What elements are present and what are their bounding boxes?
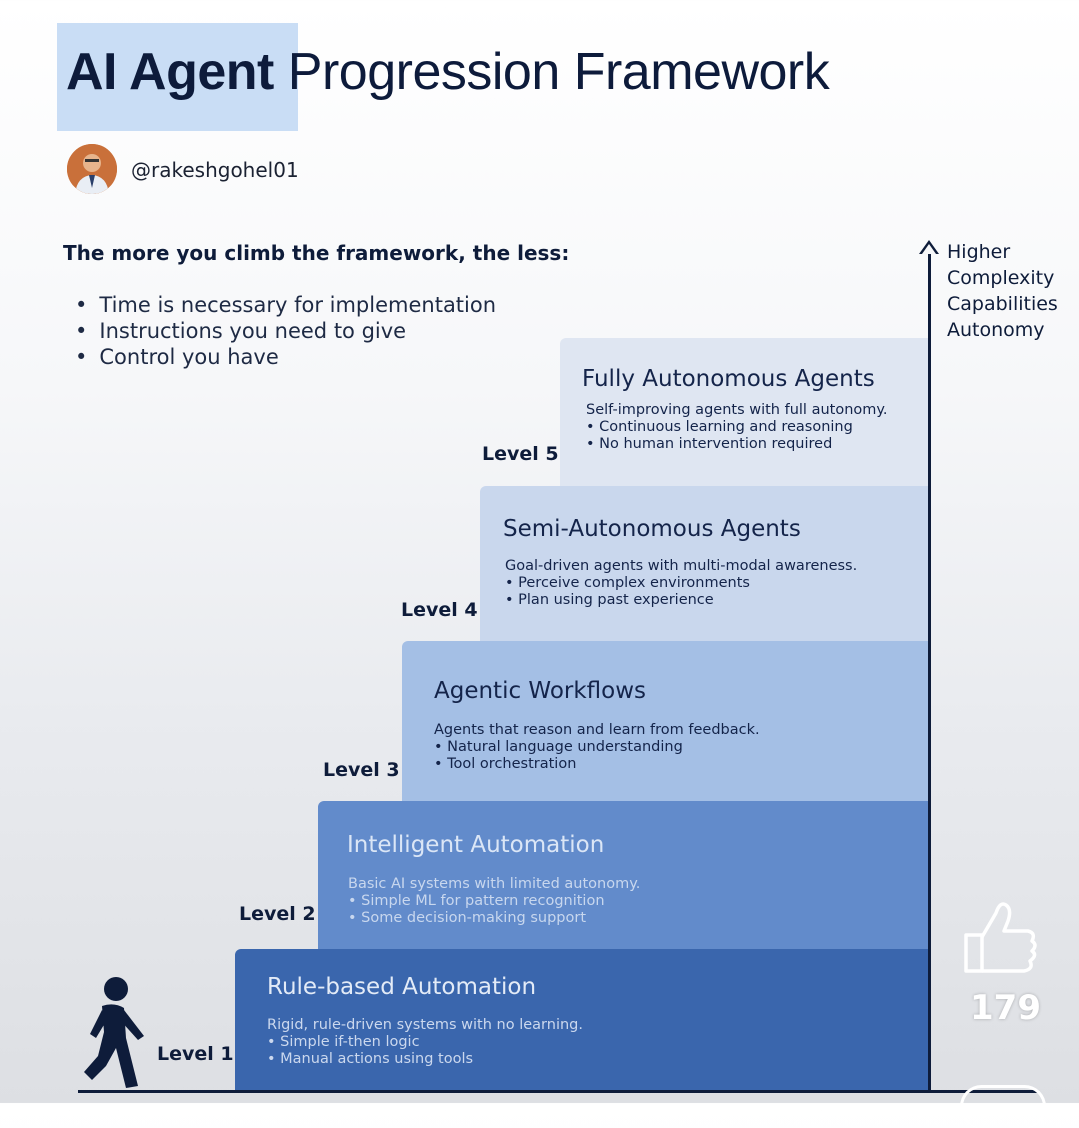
level-5-title: Fully Autonomous Agents [582,366,875,392]
level-5-desc-line: • Continuous learning and reasoning [586,419,853,435]
comment-bubble-icon[interactable] [960,1085,1046,1128]
level-2-desc-line: • Some decision-making support [348,910,587,926]
level-3-label: Level 3 [323,759,400,781]
level-1-desc-line: • Manual actions using tools [267,1051,474,1067]
axis-label-line: Complexity [947,267,1055,289]
level-4-desc-line: • Plan using past experience [505,592,714,608]
title-highlight [57,23,298,131]
level-5-desc: Self-improving agents with full autonomy… [586,402,888,453]
level-4-desc-line: • Perceive complex environments [505,575,750,591]
bullet-item: Control you have [75,344,496,370]
level-1-desc-line: • Simple if-then logic [267,1034,420,1050]
level-1-desc-line: Rigid, rule-driven systems with no learn… [267,1017,583,1033]
level-3-step: Agentic Workflows Agents that reason and… [402,641,930,801]
level-3-desc: Agents that reason and learn from feedba… [434,722,760,773]
level-4-label: Level 4 [401,599,478,621]
level-4-desc: Goal-driven agents with multi-modal awar… [505,558,857,609]
bullet-item: Time is necessary for implementation [75,292,496,318]
vertical-axis [928,246,931,1092]
like-count: 179 [970,988,1041,1028]
level-1-desc: Rigid, rule-driven systems with no learn… [267,1017,583,1068]
level-3-desc-line: Agents that reason and learn from feedba… [434,722,760,738]
level-2-title: Intelligent Automation [347,832,605,858]
level-5-desc-line: • No human intervention required [586,436,833,452]
level-1-step: Rule-based Automation Rigid, rule-driven… [235,949,930,1091]
horizontal-axis [78,1090,1038,1093]
level-5-label: Level 5 [482,443,559,465]
walking-person-icon [84,977,144,1088]
axis-label-line: Higher [947,241,1011,263]
thumbs-up-icon[interactable] [958,893,1044,979]
avatar[interactable] [67,144,117,194]
author-handle[interactable]: @rakeshgohel01 [131,158,299,182]
bullet-item: Instructions you need to give [75,318,496,344]
level-4-desc-line: Goal-driven agents with multi-modal awar… [505,558,858,574]
level-4-title: Semi-Autonomous Agents [503,516,801,542]
level-3-title: Agentic Workflows [434,678,647,704]
bullet-list: Time is necessary for implementation Ins… [75,292,496,370]
intro-text: The more you climb the framework, the le… [63,241,570,265]
level-4-step: Semi-Autonomous Agents Goal-driven agent… [480,486,930,641]
level-1-title: Rule-based Automation [267,974,537,1000]
level-2-desc: Basic AI systems with limited autonomy. … [348,876,640,927]
axis-arrow-inner [922,244,936,254]
axis-label-line: Capabilities [947,293,1058,315]
level-2-desc-line: Basic AI systems with limited autonomy. [348,876,641,892]
level-5-desc-line: Self-improving agents with full autonomy… [586,402,888,418]
level-3-desc-line: • Tool orchestration [434,756,577,772]
level-2-step: Intelligent Automation Basic AI systems … [318,801,930,949]
axis-label-line: Autonomy [947,319,1045,341]
axis-label: Higher Complexity Capabilities Autonomy [947,239,1058,343]
level-2-desc-line: • Simple ML for pattern recognition [348,893,605,909]
level-5-step: Fully Autonomous Agents Self-improving a… [560,338,930,486]
level-1-label: Level 1 [157,1043,234,1065]
level-3-desc-line: • Natural language understanding [434,739,683,755]
title-highlight-text: AI Agent [66,43,274,101]
level-2-label: Level 2 [239,903,316,925]
page-title: AI Agent Progression Framework [66,42,830,102]
title-rest-text: Progression Framework [287,43,830,101]
